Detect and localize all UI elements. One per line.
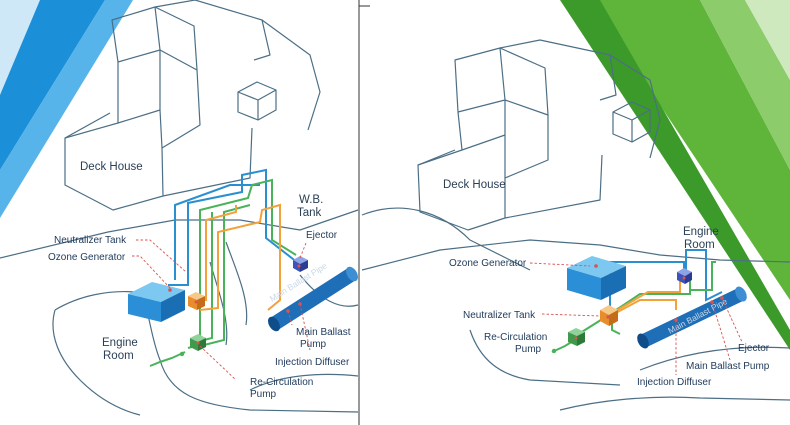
right-neutralizer-tank xyxy=(600,305,618,326)
left-ejector-label: Ejector xyxy=(306,230,338,241)
left-recirculation-pump-label-2: Pump xyxy=(250,389,277,400)
left-recirculation-pump-label-1: Re-Circulation xyxy=(250,377,313,388)
right-leaders xyxy=(529,262,743,375)
left-main-ballast-pump-label-1: Main Ballast xyxy=(296,327,351,338)
right-panel: Main Ballast Pipe xyxy=(361,0,790,411)
left-deck-house-label: Deck House xyxy=(80,161,143,173)
left-wb-tank-label-1: W.B. xyxy=(299,194,323,206)
right-engine-room-label-1: Engine xyxy=(683,226,719,238)
left-neutralizer-tank-label: Neutralizer Tank xyxy=(54,235,127,246)
right-recirculation-pump-label-2: Pump xyxy=(515,344,542,355)
right-ozone-generator-label: Ozone Generator xyxy=(449,258,527,269)
left-injection-diffuser-label: Injection Diffuser xyxy=(275,357,350,368)
right-neutralizer-tank-label: Neutralizer Tank xyxy=(463,310,536,321)
right-recirculation-pump-label-1: Re-Circulation xyxy=(484,332,547,343)
right-ozone-generator xyxy=(567,256,626,300)
right-deck-house xyxy=(361,39,790,411)
left-blue-banner xyxy=(0,0,133,218)
right-ejector-label: Ejector xyxy=(738,343,770,354)
right-deck-house-label: Deck House xyxy=(443,179,506,191)
right-green-banner xyxy=(560,0,790,350)
left-ozone-generator xyxy=(128,282,185,322)
right-recirculation-pump xyxy=(551,328,585,354)
left-neutralizer-tank xyxy=(188,292,205,310)
right-engine-room-label-2: Room xyxy=(684,239,715,251)
right-main-ballast-pump-label: Main Ballast Pump xyxy=(686,361,770,372)
left-ejector xyxy=(293,256,308,272)
right-ejector xyxy=(677,268,692,284)
left-recirculation-pump xyxy=(179,334,206,357)
left-panel: Main Ballast Pipe xyxy=(0,0,359,425)
left-wb-tank-label-2: Tank xyxy=(297,207,322,219)
left-leaders xyxy=(132,239,311,381)
left-main-ballast-pump-label-2: Pump xyxy=(300,339,327,350)
left-engine-room-label-1: Engine xyxy=(102,337,138,349)
left-engine-room-label-2: Room xyxy=(103,350,134,362)
right-injection-diffuser-label: Injection Diffuser xyxy=(637,377,712,388)
left-ozone-generator-label: Ozone Generator xyxy=(48,252,126,263)
